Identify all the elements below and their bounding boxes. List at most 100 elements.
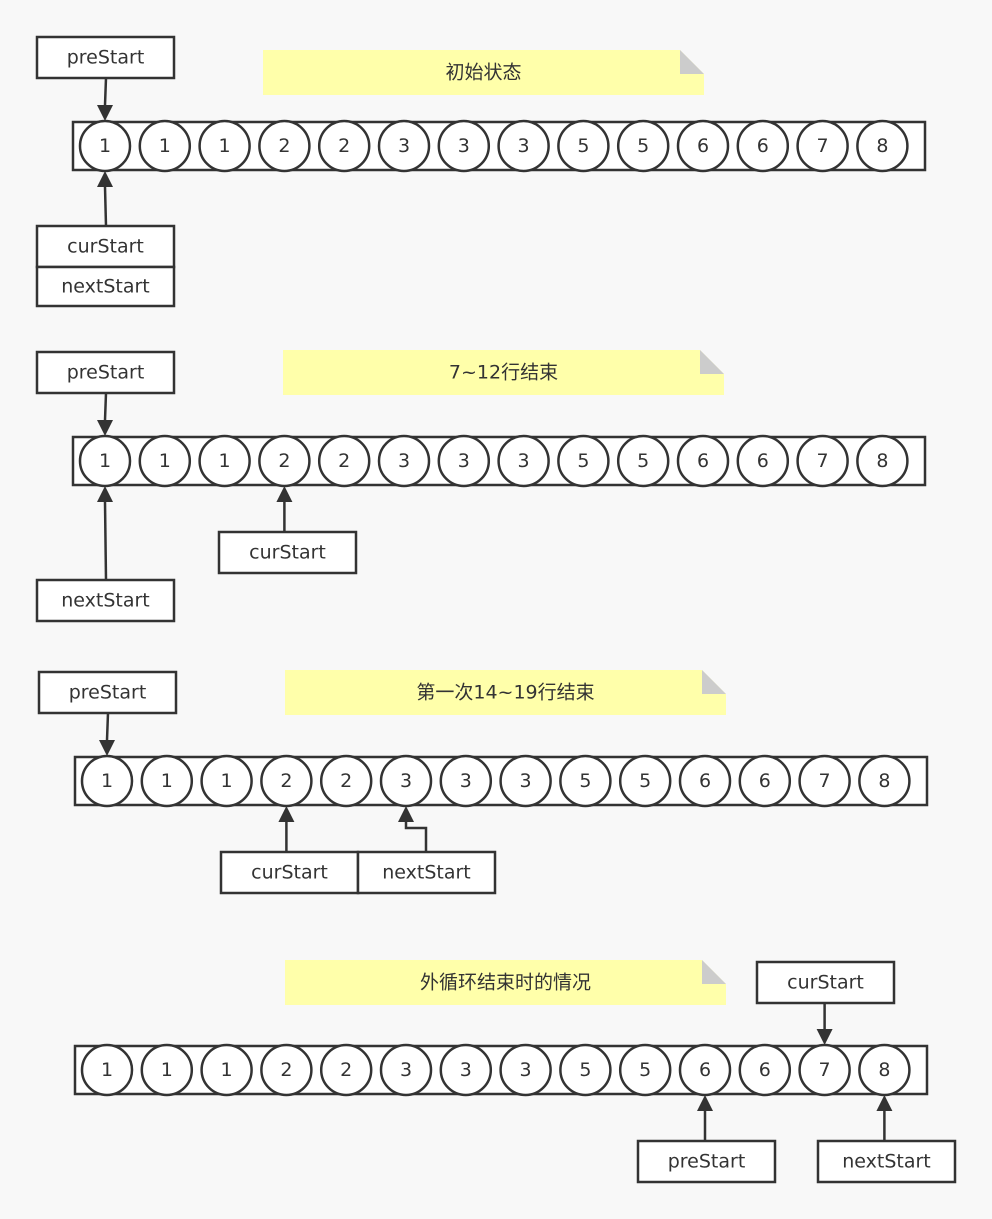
array-node: 1 bbox=[78, 119, 132, 173]
node-value: 3 bbox=[520, 1059, 532, 1081]
array-node: 3 bbox=[499, 1043, 552, 1097]
node-value: 1 bbox=[159, 450, 171, 472]
node-value: 3 bbox=[458, 450, 470, 472]
node-value: 5 bbox=[577, 135, 589, 157]
node-value: 3 bbox=[460, 770, 472, 792]
prestart-box-label: preStart bbox=[67, 362, 145, 384]
node-value: 1 bbox=[99, 450, 111, 472]
array-node: 7 bbox=[798, 754, 851, 808]
curstart-box: curStart bbox=[219, 850, 360, 895]
node-value: 5 bbox=[639, 770, 651, 792]
array-node: 2 bbox=[319, 1043, 373, 1097]
note-text: 外循环结束时的情况 bbox=[420, 972, 591, 994]
array-node: 7 bbox=[798, 1043, 851, 1097]
array-node: 1 bbox=[138, 434, 192, 488]
array-node: 6 bbox=[678, 754, 732, 808]
node-value: 2 bbox=[278, 135, 290, 157]
node-value: 5 bbox=[639, 1059, 651, 1081]
node-value: 7 bbox=[817, 450, 829, 472]
curstart-arrow bbox=[816, 1003, 833, 1045]
node-value: 2 bbox=[280, 770, 292, 792]
node-value: 3 bbox=[398, 450, 410, 472]
array-node: 2 bbox=[258, 119, 311, 173]
array-node: 3 bbox=[499, 754, 552, 808]
array-node: 3 bbox=[377, 119, 431, 173]
array-node: 3 bbox=[379, 1043, 433, 1097]
array-node: 2 bbox=[260, 754, 313, 808]
array-node: 1 bbox=[200, 1043, 253, 1097]
prestart-box-label: preStart bbox=[69, 682, 147, 704]
node-value: 5 bbox=[637, 135, 649, 157]
prestart-box: preStart bbox=[636, 1139, 777, 1184]
array-node: 6 bbox=[678, 1043, 732, 1097]
array-node: 8 bbox=[858, 1043, 911, 1097]
node-value: 6 bbox=[757, 450, 769, 472]
array: 1 1 1 2 2 3 3 3 5 5 6 6 7 8 bbox=[73, 754, 929, 808]
array-node: 5 bbox=[557, 434, 610, 488]
array-node: 2 bbox=[258, 434, 311, 488]
array-node: 2 bbox=[317, 434, 371, 488]
curstart-arrow bbox=[278, 806, 295, 852]
array-node: 1 bbox=[138, 119, 192, 173]
array-node: 3 bbox=[377, 434, 431, 488]
node-value: 8 bbox=[878, 770, 890, 792]
nextstart-box: nextStart bbox=[35, 578, 176, 623]
array-node: 5 bbox=[618, 1043, 672, 1097]
node-value: 1 bbox=[219, 135, 231, 157]
array-node: 1 bbox=[80, 754, 134, 808]
nextstart-box-label: nextStart bbox=[61, 590, 150, 612]
node-value: 5 bbox=[637, 450, 649, 472]
node-value: 7 bbox=[819, 770, 831, 792]
array-node: 2 bbox=[317, 119, 371, 173]
array-node: 3 bbox=[497, 434, 550, 488]
curstart-box-label: curStart bbox=[249, 542, 326, 564]
nextstart-box-label: nextStart bbox=[842, 1151, 931, 1173]
node-value: 1 bbox=[161, 770, 173, 792]
array-node: 5 bbox=[559, 1043, 612, 1097]
node-value: 8 bbox=[876, 450, 888, 472]
node-value: 2 bbox=[338, 450, 350, 472]
array-node: 3 bbox=[439, 754, 493, 808]
node-value: 3 bbox=[400, 770, 412, 792]
node-value: 1 bbox=[161, 1059, 173, 1081]
node-value: 3 bbox=[458, 135, 470, 157]
note: 第一次14~19行结束 bbox=[285, 670, 726, 715]
node-value: 6 bbox=[697, 135, 709, 157]
prestart-arrow bbox=[97, 77, 113, 121]
node-value: 5 bbox=[579, 1059, 591, 1081]
array-node: 1 bbox=[140, 1043, 194, 1097]
node-value: 6 bbox=[699, 770, 711, 792]
nextstart-arrow bbox=[398, 806, 428, 852]
prestart-arrow bbox=[99, 712, 115, 756]
node-value: 1 bbox=[221, 770, 233, 792]
node-value: 2 bbox=[280, 1059, 292, 1081]
node-value: 6 bbox=[759, 770, 771, 792]
array-node: 8 bbox=[858, 754, 911, 808]
prestart-box: preStart bbox=[35, 35, 176, 80]
array-node: 1 bbox=[198, 434, 251, 488]
nextstart-box-label: nextStart bbox=[382, 862, 471, 884]
array-node: 1 bbox=[198, 119, 251, 173]
node-value: 2 bbox=[340, 770, 352, 792]
array-node: 5 bbox=[557, 119, 610, 173]
node-value: 2 bbox=[340, 1059, 352, 1081]
nextstart-arrow bbox=[97, 486, 113, 581]
node-value: 1 bbox=[101, 1059, 113, 1081]
curstart-box: curStart bbox=[755, 960, 896, 1005]
node-value: 2 bbox=[278, 450, 290, 472]
curstart-box-label: curStart bbox=[251, 862, 328, 884]
curstart-arrow bbox=[276, 486, 293, 532]
node-value: 6 bbox=[697, 450, 709, 472]
prestart-box-label: preStart bbox=[67, 47, 145, 69]
array-node: 6 bbox=[736, 434, 790, 488]
node-value: 1 bbox=[101, 770, 113, 792]
array-node: 6 bbox=[676, 119, 730, 173]
node-value: 5 bbox=[577, 450, 589, 472]
prestart-box: preStart bbox=[37, 670, 178, 715]
node-value: 5 bbox=[579, 770, 591, 792]
array-node: 3 bbox=[379, 754, 433, 808]
curstart-box: curStart bbox=[217, 530, 358, 575]
node-value: 2 bbox=[338, 135, 350, 157]
array-node: 1 bbox=[140, 754, 194, 808]
